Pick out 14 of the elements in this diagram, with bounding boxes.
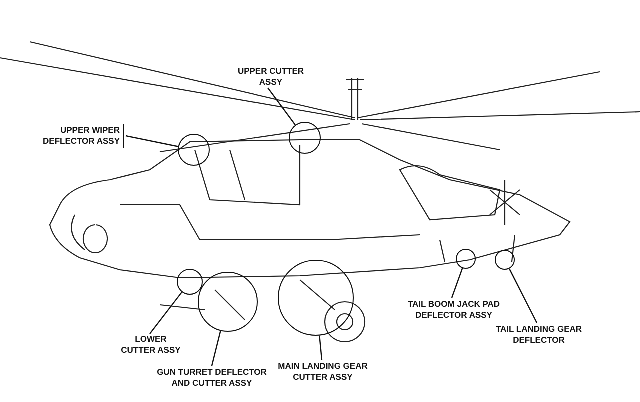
leader-line <box>126 135 178 148</box>
leader-line <box>509 268 538 324</box>
callout-label: MAIN LANDING GEAR CUTTER ASSY <box>277 361 369 383</box>
leader-line <box>268 88 296 126</box>
callout-label: TAIL BOOM JACK PAD DEFLECTOR ASSY <box>406 299 502 321</box>
callout-label: LOWER CUTTER ASSY <box>120 334 182 356</box>
leader-line <box>150 292 183 334</box>
callout-label: TAIL LANDING GEAR DEFLECTOR <box>494 324 584 346</box>
callout-label: UPPER CUTTER ASSY <box>236 66 306 88</box>
leader-line <box>451 268 464 298</box>
callout-label: GUN TURRET DEFLECTOR AND CUTTER ASSY <box>156 367 268 389</box>
leader-line <box>211 330 222 366</box>
callout-label: UPPER WIPER DEFLECTOR ASSY <box>42 125 120 147</box>
leader-line <box>319 336 323 360</box>
